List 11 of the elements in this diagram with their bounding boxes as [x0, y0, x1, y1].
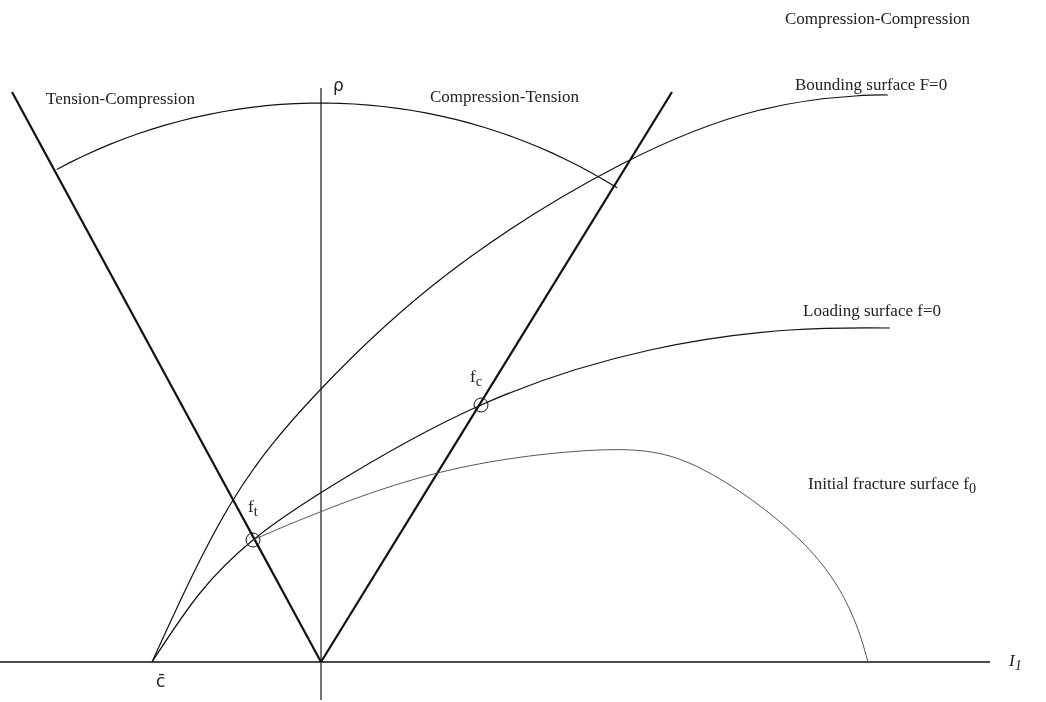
- point-label: c̄: [156, 672, 166, 691]
- point-label: f$_{t}$: [248, 498, 258, 520]
- point-label: f$_{c}$: [470, 368, 482, 390]
- axis-label: I$_{1}$: [1009, 652, 1022, 674]
- region-label: Compression-Compression: [785, 10, 971, 29]
- region-label: Compression-Tension: [430, 88, 579, 107]
- axis-label: ρ: [333, 76, 344, 95]
- curve-label: Bounding surface F=0: [795, 76, 948, 95]
- region-label: Tension-Compression: [46, 90, 195, 109]
- curve-label: Initial fracture surface f$_{0}$: [808, 475, 976, 497]
- curve-label: Loading surface f=0: [803, 302, 941, 321]
